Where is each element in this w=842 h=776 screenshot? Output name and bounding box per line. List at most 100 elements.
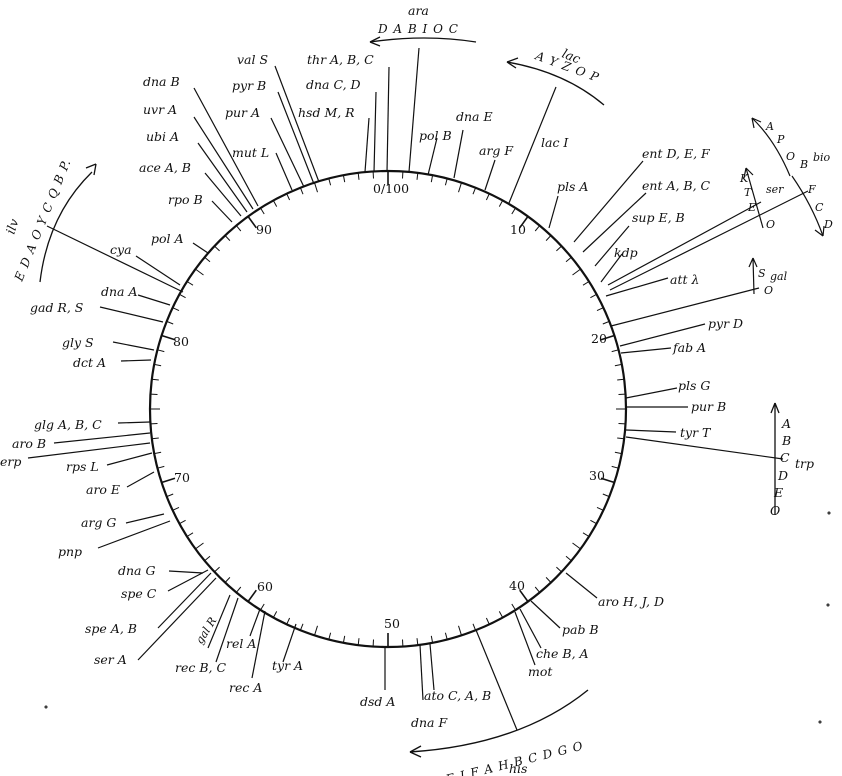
minute-tick — [602, 493, 610, 498]
minute-tick — [416, 172, 419, 180]
leader-pyr-d — [619, 323, 706, 347]
operon-ser-gene-o: O — [766, 218, 775, 231]
minute-tick — [224, 577, 231, 583]
minute-tick — [299, 187, 304, 195]
leader-aro-hjd — [565, 572, 598, 599]
leader-pyr-b — [277, 91, 315, 185]
leader-mot — [514, 611, 536, 666]
operon-trp-gene-d: D — [777, 468, 788, 483]
operon-trp-gene-a: A — [781, 416, 791, 431]
minute-tick — [590, 293, 597, 299]
locus-dna-e: dna E — [456, 109, 493, 124]
operon-his-arrow — [409, 689, 589, 753]
leader-dna-a — [137, 294, 171, 306]
leader-ent-abc — [582, 192, 647, 253]
locus-pab: pab B — [562, 622, 599, 637]
locus-pls-a: pls A — [557, 179, 588, 194]
leader-ent-def — [573, 160, 644, 243]
minute-tick — [272, 200, 278, 207]
minute-tick — [204, 256, 211, 263]
leader-spe-c — [167, 569, 209, 592]
leader-gal-r — [207, 594, 231, 649]
operon-trp-arrowhead — [770, 402, 780, 414]
leader-pol-b — [427, 137, 438, 176]
leader-lac — [508, 86, 557, 204]
operon-ara-genes: D A B I O C — [377, 22, 459, 36]
operon-ser-gene-e: E — [747, 201, 756, 214]
operon-gal-gene-o: O — [764, 284, 773, 297]
minute-tick — [545, 577, 552, 583]
minute-tick — [299, 623, 304, 631]
minute-tick — [314, 625, 318, 636]
scale-70: 70 — [174, 470, 190, 485]
minute-tick — [179, 293, 186, 299]
locus-cya: cya — [110, 242, 132, 257]
minute-tick — [498, 611, 504, 618]
scale-90: 90 — [256, 222, 272, 237]
minute-tick — [195, 542, 204, 550]
scale-30: 30 — [589, 468, 605, 483]
minute-tick — [172, 506, 180, 511]
locus-dna-a: dna A — [101, 284, 138, 299]
locus-dsd-a: dsd A — [360, 694, 395, 709]
minute-tick — [166, 320, 174, 325]
operon-ilv-arrow — [39, 171, 93, 283]
minute-tick — [572, 542, 581, 550]
minute-tick — [485, 617, 490, 625]
minute-tick — [545, 235, 552, 241]
leader-trp — [625, 436, 784, 460]
leader-che — [519, 608, 542, 649]
minute-tick — [572, 268, 581, 276]
minute-tick — [179, 519, 186, 525]
leader-pls-a — [548, 195, 559, 229]
locus-pol-a: pol A — [151, 231, 184, 246]
minute-tick — [617, 437, 625, 440]
minute-tick — [195, 268, 204, 276]
locus-che: che B, A — [536, 646, 589, 661]
locus-aro-b: aro B — [12, 436, 46, 451]
minute-tick — [596, 307, 604, 312]
minute-tick — [260, 603, 265, 611]
leader-gad — [99, 306, 164, 323]
leader-aro-e — [126, 471, 155, 488]
leader-dnac — [373, 91, 377, 173]
minute-tick — [556, 566, 562, 573]
minute-tick — [161, 477, 176, 484]
operon-bio: A P O B F C D bio — [751, 117, 833, 237]
operon-ser-gene-k: K — [739, 172, 749, 185]
minute-tick — [204, 555, 211, 562]
marker-erp: erp — [0, 454, 21, 469]
leader-arg-f — [484, 159, 496, 191]
minute-tick — [157, 465, 165, 469]
operon-ara-name: ara — [408, 3, 429, 18]
leader-fab-a — [620, 347, 672, 354]
operon-lac: lac A Y Z O P — [506, 46, 605, 106]
locus-pur-a: pur A — [225, 105, 260, 120]
minute-tick — [214, 566, 220, 573]
leader-pab — [530, 600, 561, 629]
locus-leader-lines — [27, 47, 809, 731]
locus-glg: glg A, B, C — [34, 417, 102, 432]
locus-rel-a: rel A — [226, 636, 256, 651]
minute-tick — [430, 635, 434, 643]
operon-bio-gene-c: C — [815, 201, 824, 214]
minute-tick — [596, 506, 604, 511]
operon-bio-arrowhead-right — [814, 225, 825, 237]
minute-tick — [151, 378, 159, 381]
locus-rps-l: rps L — [66, 459, 99, 474]
locus-uvr-a: uvr A — [143, 102, 177, 117]
leader-uvr-a — [193, 116, 254, 210]
leader-dct-a — [120, 359, 152, 362]
leader-tyr-t — [625, 429, 677, 433]
minute-tick — [151, 437, 159, 440]
leader-dna-b — [193, 87, 259, 207]
minute-tick — [458, 625, 462, 636]
minute-tick — [519, 589, 529, 602]
leader-gly-s — [112, 341, 155, 351]
locus-att: att λ — [670, 272, 699, 287]
minute-tick — [186, 281, 194, 286]
leader-ilv — [46, 225, 184, 293]
minute-tick — [186, 532, 194, 537]
locus-aro-hjd: aro H, J, D — [598, 594, 664, 609]
locus-pol-b: pol B — [419, 128, 452, 143]
